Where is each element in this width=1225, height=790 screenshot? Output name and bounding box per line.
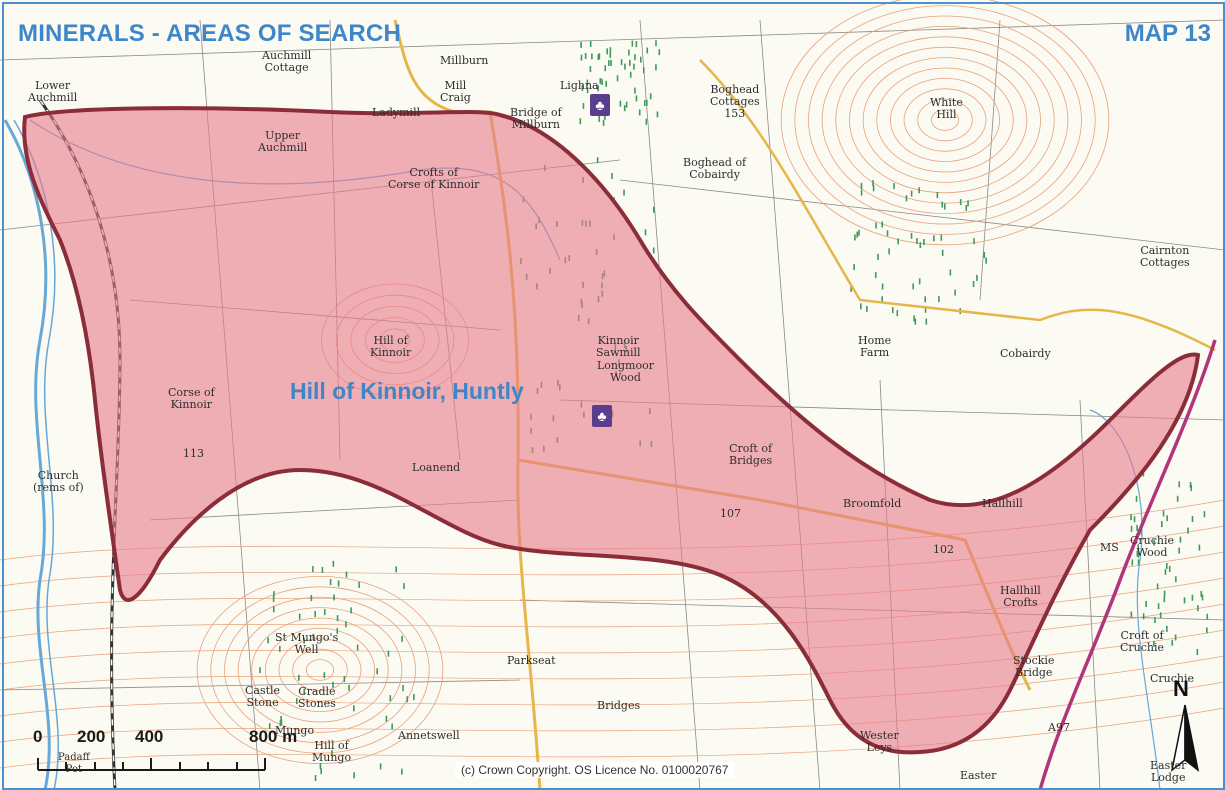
- place-label: Cradle Stones: [298, 685, 336, 710]
- place-label: Cruchie: [1150, 672, 1195, 685]
- map-title: MINERALS - AREAS OF SEARCH: [18, 20, 401, 47]
- contour-line: [903, 88, 987, 152]
- place-label: 102: [933, 543, 954, 556]
- place-label: Bridge of Millburn: [510, 106, 562, 131]
- north-arrow-icon: [1170, 704, 1200, 772]
- contour-line: [264, 628, 375, 713]
- place-label: Croft of Bridges: [729, 442, 773, 467]
- contour-line: [821, 26, 1069, 214]
- place-label: Auchmill Cottage: [262, 49, 312, 74]
- field-boundary: [979, 19, 1001, 301]
- contour-line: [0, 707, 1225, 769]
- place-label: Bridges: [597, 699, 641, 712]
- contour-line: [237, 607, 403, 733]
- north-label: N: [1173, 676, 1189, 701]
- place-label: White Hill: [930, 96, 963, 121]
- place-label: Lighna: [560, 79, 599, 92]
- place-label: Easter: [960, 769, 997, 782]
- place-label: Millburn: [440, 54, 489, 67]
- place-label: Stockie Bridge: [1013, 654, 1055, 679]
- contour-line: [224, 596, 416, 744]
- place-label: Easter Lodge: [1150, 759, 1187, 784]
- scale-bar: [37, 758, 266, 771]
- contour-line: [917, 98, 973, 142]
- copyright-notice: (c) Crown Copyright. OS Licence No. 0100…: [455, 762, 735, 778]
- scale-label-200: 200: [77, 727, 106, 746]
- place-label: Castle Stone: [245, 684, 281, 709]
- road-a97: [1038, 339, 1217, 790]
- area-of-search[interactable]: [22, 106, 1201, 755]
- scale-label-400: 400: [135, 727, 164, 746]
- contour-line: [890, 78, 1001, 162]
- place-label: Boghead Cottages 153: [710, 83, 760, 120]
- place-label: Lower Auchmill: [28, 79, 78, 104]
- place-label: Broomfold: [843, 497, 902, 510]
- contour-line: [849, 46, 1041, 194]
- contour-line: [251, 617, 389, 723]
- contour-line: [930, 109, 960, 131]
- place-label: Hallhill: [982, 497, 1023, 510]
- place-label: Loanend: [412, 461, 461, 474]
- contour-line: [292, 648, 348, 692]
- place-label: Parkseat: [507, 654, 556, 667]
- contour-line: [794, 5, 1096, 235]
- place-label: 107: [720, 507, 741, 520]
- scale-label-0: 0: [33, 727, 43, 746]
- place-label: Crofts of Corse of Kinnoir: [388, 166, 480, 191]
- contour-line: [862, 57, 1028, 183]
- place-label: Wester Leys: [860, 729, 899, 754]
- place-label: 113: [183, 447, 204, 460]
- picnic-site-icon: ♣: [590, 94, 610, 116]
- place-label: A97: [1048, 721, 1070, 734]
- field-boundary: [0, 679, 521, 691]
- place-label: Kinnoir Sawmill: [596, 334, 641, 359]
- place-label: Padaff Pot: [58, 752, 90, 775]
- place-label: Cobairdy: [1000, 347, 1051, 360]
- place-label: Home Farm: [858, 334, 892, 359]
- place-label: Hill of Kinnoir: [370, 334, 412, 359]
- minor-road-north: [699, 59, 1216, 352]
- place-label: Hallhill Crofts: [1000, 584, 1041, 609]
- contour-line: [0, 681, 1225, 743]
- place-label: Cruchie Wood: [1130, 534, 1175, 559]
- contour-line: [835, 36, 1055, 204]
- contour-line: [278, 638, 362, 702]
- place-label: St Mungo's Well: [275, 631, 339, 656]
- place-label: Corse of Kinnoir: [168, 386, 215, 411]
- place-label: MS: [1100, 541, 1119, 554]
- place-label: Boghead of Cobairdy: [683, 156, 747, 181]
- place-label: Cairnton Cottages: [1140, 244, 1190, 269]
- field-boundary: [619, 179, 1225, 251]
- map-number: MAP 13: [1124, 20, 1211, 47]
- place-label: Longmoor Wood: [597, 359, 654, 384]
- place-label: Annetswell: [398, 729, 460, 742]
- place-label: Upper Auchmill: [258, 129, 308, 154]
- contour-line: [210, 586, 430, 754]
- contour-line: [305, 659, 335, 681]
- contour-line: [808, 15, 1082, 225]
- river-deveron: [3, 119, 51, 790]
- picnic-site-icon: ♣: [592, 405, 612, 427]
- contour-line: [780, 0, 1110, 246]
- place-label: Croft of Cruchie: [1120, 629, 1165, 654]
- place-label: Church (rems of): [33, 469, 84, 494]
- place-label: Mungo: [275, 724, 315, 737]
- field-boundary: [0, 19, 1225, 61]
- place-label: Ladymill: [372, 106, 421, 119]
- contour-line: [876, 67, 1014, 173]
- place-label: Mill Craig: [440, 79, 471, 104]
- place-label: Hill of Mungo: [312, 739, 352, 764]
- scale-label-800: 800 m: [249, 727, 298, 746]
- site-label: Hill of Kinnoir, Huntly: [290, 378, 524, 404]
